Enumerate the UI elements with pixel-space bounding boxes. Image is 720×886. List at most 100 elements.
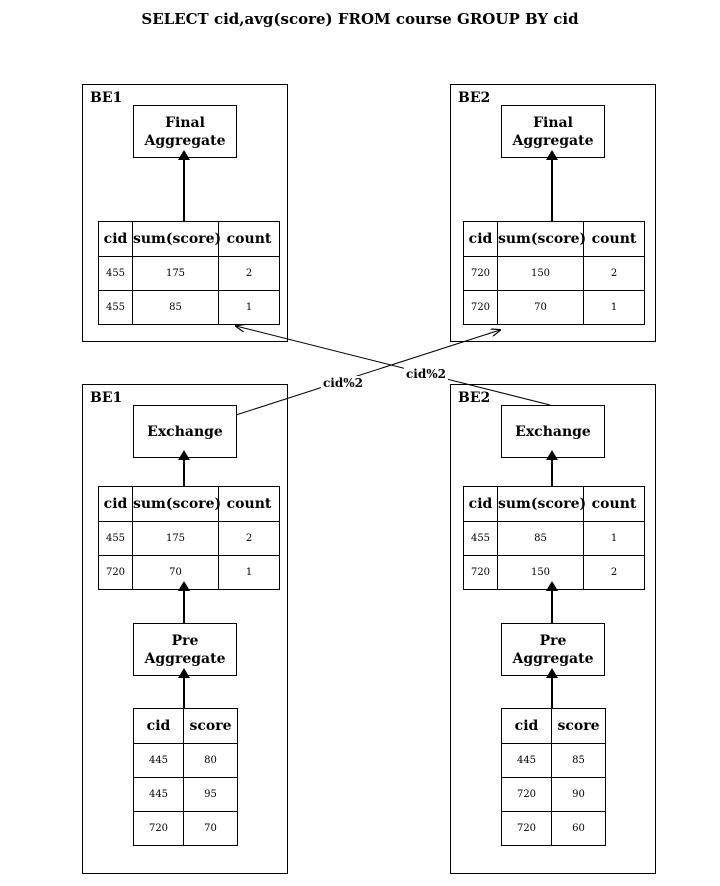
flow-arrow	[546, 150, 558, 221]
flow-arrow	[178, 450, 190, 486]
table-cell: 70	[183, 811, 238, 846]
table-row: 455 85 1	[463, 521, 645, 556]
column-header: count	[583, 486, 645, 522]
table-row: 445 95	[133, 777, 238, 812]
table-row: 445 80	[133, 743, 238, 778]
final-table-be1: cid sum(score) count 455 175 2 455 85 1	[98, 221, 280, 325]
final-aggregate-box: Final Aggregate	[501, 105, 605, 158]
flow-arrow	[546, 668, 558, 708]
final-panel-be1: BE1	[82, 84, 288, 342]
table-cell: 175	[132, 521, 219, 556]
shuffle-label-left: cid%2	[321, 376, 366, 390]
lower-panel-be1: BE1	[82, 384, 288, 874]
table-cell: 720	[133, 811, 184, 846]
table-cell: 2	[218, 521, 280, 556]
table-cell: 720	[98, 555, 133, 590]
table-cell: 60	[551, 811, 606, 846]
table-row: 455 85 1	[98, 290, 280, 325]
table-cell: 80	[183, 743, 238, 778]
table-cell: 455	[98, 521, 133, 556]
exchange-table-be2: cid sum(score) count 455 85 1 720 150 2	[463, 486, 645, 590]
table-cell: 2	[583, 555, 645, 590]
backend-label: BE2	[458, 90, 491, 106]
source-table-be2: cid score 445 85 720 90 720 60	[501, 708, 606, 846]
column-header: cid	[98, 486, 133, 522]
table-row: 720 150 2	[463, 555, 645, 590]
table-cell: 455	[98, 290, 133, 325]
column-header: count	[218, 221, 280, 257]
table-cell: 150	[497, 256, 584, 291]
column-header: count	[583, 221, 645, 257]
column-header: sum(score)	[132, 486, 221, 522]
shuffle-link-be1-to-be2	[235, 330, 500, 416]
table-cell: 2	[583, 256, 645, 291]
column-header: score	[183, 708, 238, 744]
flow-arrow	[178, 581, 190, 623]
pre-aggregate-box: Pre Aggregate	[501, 623, 605, 676]
shuffle-link-be2-to-be1	[236, 326, 551, 406]
backend-label: BE1	[90, 390, 123, 406]
table-cell: 720	[501, 811, 552, 846]
shuffle-label-right: cid%2	[404, 367, 449, 381]
table-cell: 720	[463, 555, 498, 590]
table-row: 445 85	[501, 743, 606, 778]
diagram-title: SELECT cid,avg(score) FROM course GROUP …	[141, 10, 579, 28]
table-row: 720 70 1	[98, 555, 280, 590]
table-cell: 70	[497, 290, 584, 325]
final-table-be2: cid sum(score) count 720 150 2 720 70 1	[463, 221, 645, 325]
column-header: score	[551, 708, 606, 744]
table-cell: 1	[583, 521, 645, 556]
flow-arrow	[546, 450, 558, 486]
flow-arrow	[546, 581, 558, 623]
exchange-box: Exchange	[133, 405, 237, 458]
table-cell: 90	[551, 777, 606, 812]
table-cell: 445	[133, 777, 184, 812]
column-header: cid	[463, 486, 498, 522]
table-row: 720 70	[133, 811, 238, 846]
table-cell: 720	[463, 290, 498, 325]
table-row: 720 70 1	[463, 290, 645, 325]
exchange-box: Exchange	[501, 405, 605, 458]
source-table-be1: cid score 445 80 445 95 720 70	[133, 708, 238, 846]
column-header: cid	[501, 708, 552, 744]
table-cell: 70	[132, 555, 219, 590]
column-header: sum(score)	[497, 486, 586, 522]
column-header: count	[218, 486, 280, 522]
table-row: 720 90	[501, 777, 606, 812]
table-cell: 1	[218, 290, 280, 325]
table-cell: 85	[497, 521, 584, 556]
table-cell: 445	[133, 743, 184, 778]
table-row: 455 175 2	[98, 521, 280, 556]
table-cell: 150	[497, 555, 584, 590]
column-header: sum(score)	[132, 221, 221, 257]
table-cell: 85	[551, 743, 606, 778]
table-cell: 720	[463, 256, 498, 291]
column-header: cid	[133, 708, 184, 744]
backend-label: BE2	[458, 390, 491, 406]
table-cell: 1	[218, 555, 280, 590]
lower-panel-be2: BE2	[450, 384, 656, 874]
backend-label: BE1	[90, 90, 123, 106]
pre-aggregate-box: Pre Aggregate	[133, 623, 237, 676]
final-panel-be2: BE2	[450, 84, 656, 342]
table-row: 720 60	[501, 811, 606, 846]
table-cell: 455	[98, 256, 133, 291]
final-aggregate-box: Final Aggregate	[133, 105, 237, 158]
flow-arrow	[178, 150, 190, 221]
flow-arrow	[178, 668, 190, 708]
table-cell: 95	[183, 777, 238, 812]
table-cell: 455	[463, 521, 498, 556]
column-header: cid	[463, 221, 498, 257]
column-header: sum(score)	[497, 221, 586, 257]
table-cell: 85	[132, 290, 219, 325]
exchange-table-be1: cid sum(score) count 455 175 2 720 70 1	[98, 486, 280, 590]
table-row: 720 150 2	[463, 256, 645, 291]
table-cell: 720	[501, 777, 552, 812]
table-cell: 1	[583, 290, 645, 325]
table-cell: 2	[218, 256, 280, 291]
table-row: 455 175 2	[98, 256, 280, 291]
table-cell: 175	[132, 256, 219, 291]
table-cell: 445	[501, 743, 552, 778]
column-header: cid	[98, 221, 133, 257]
